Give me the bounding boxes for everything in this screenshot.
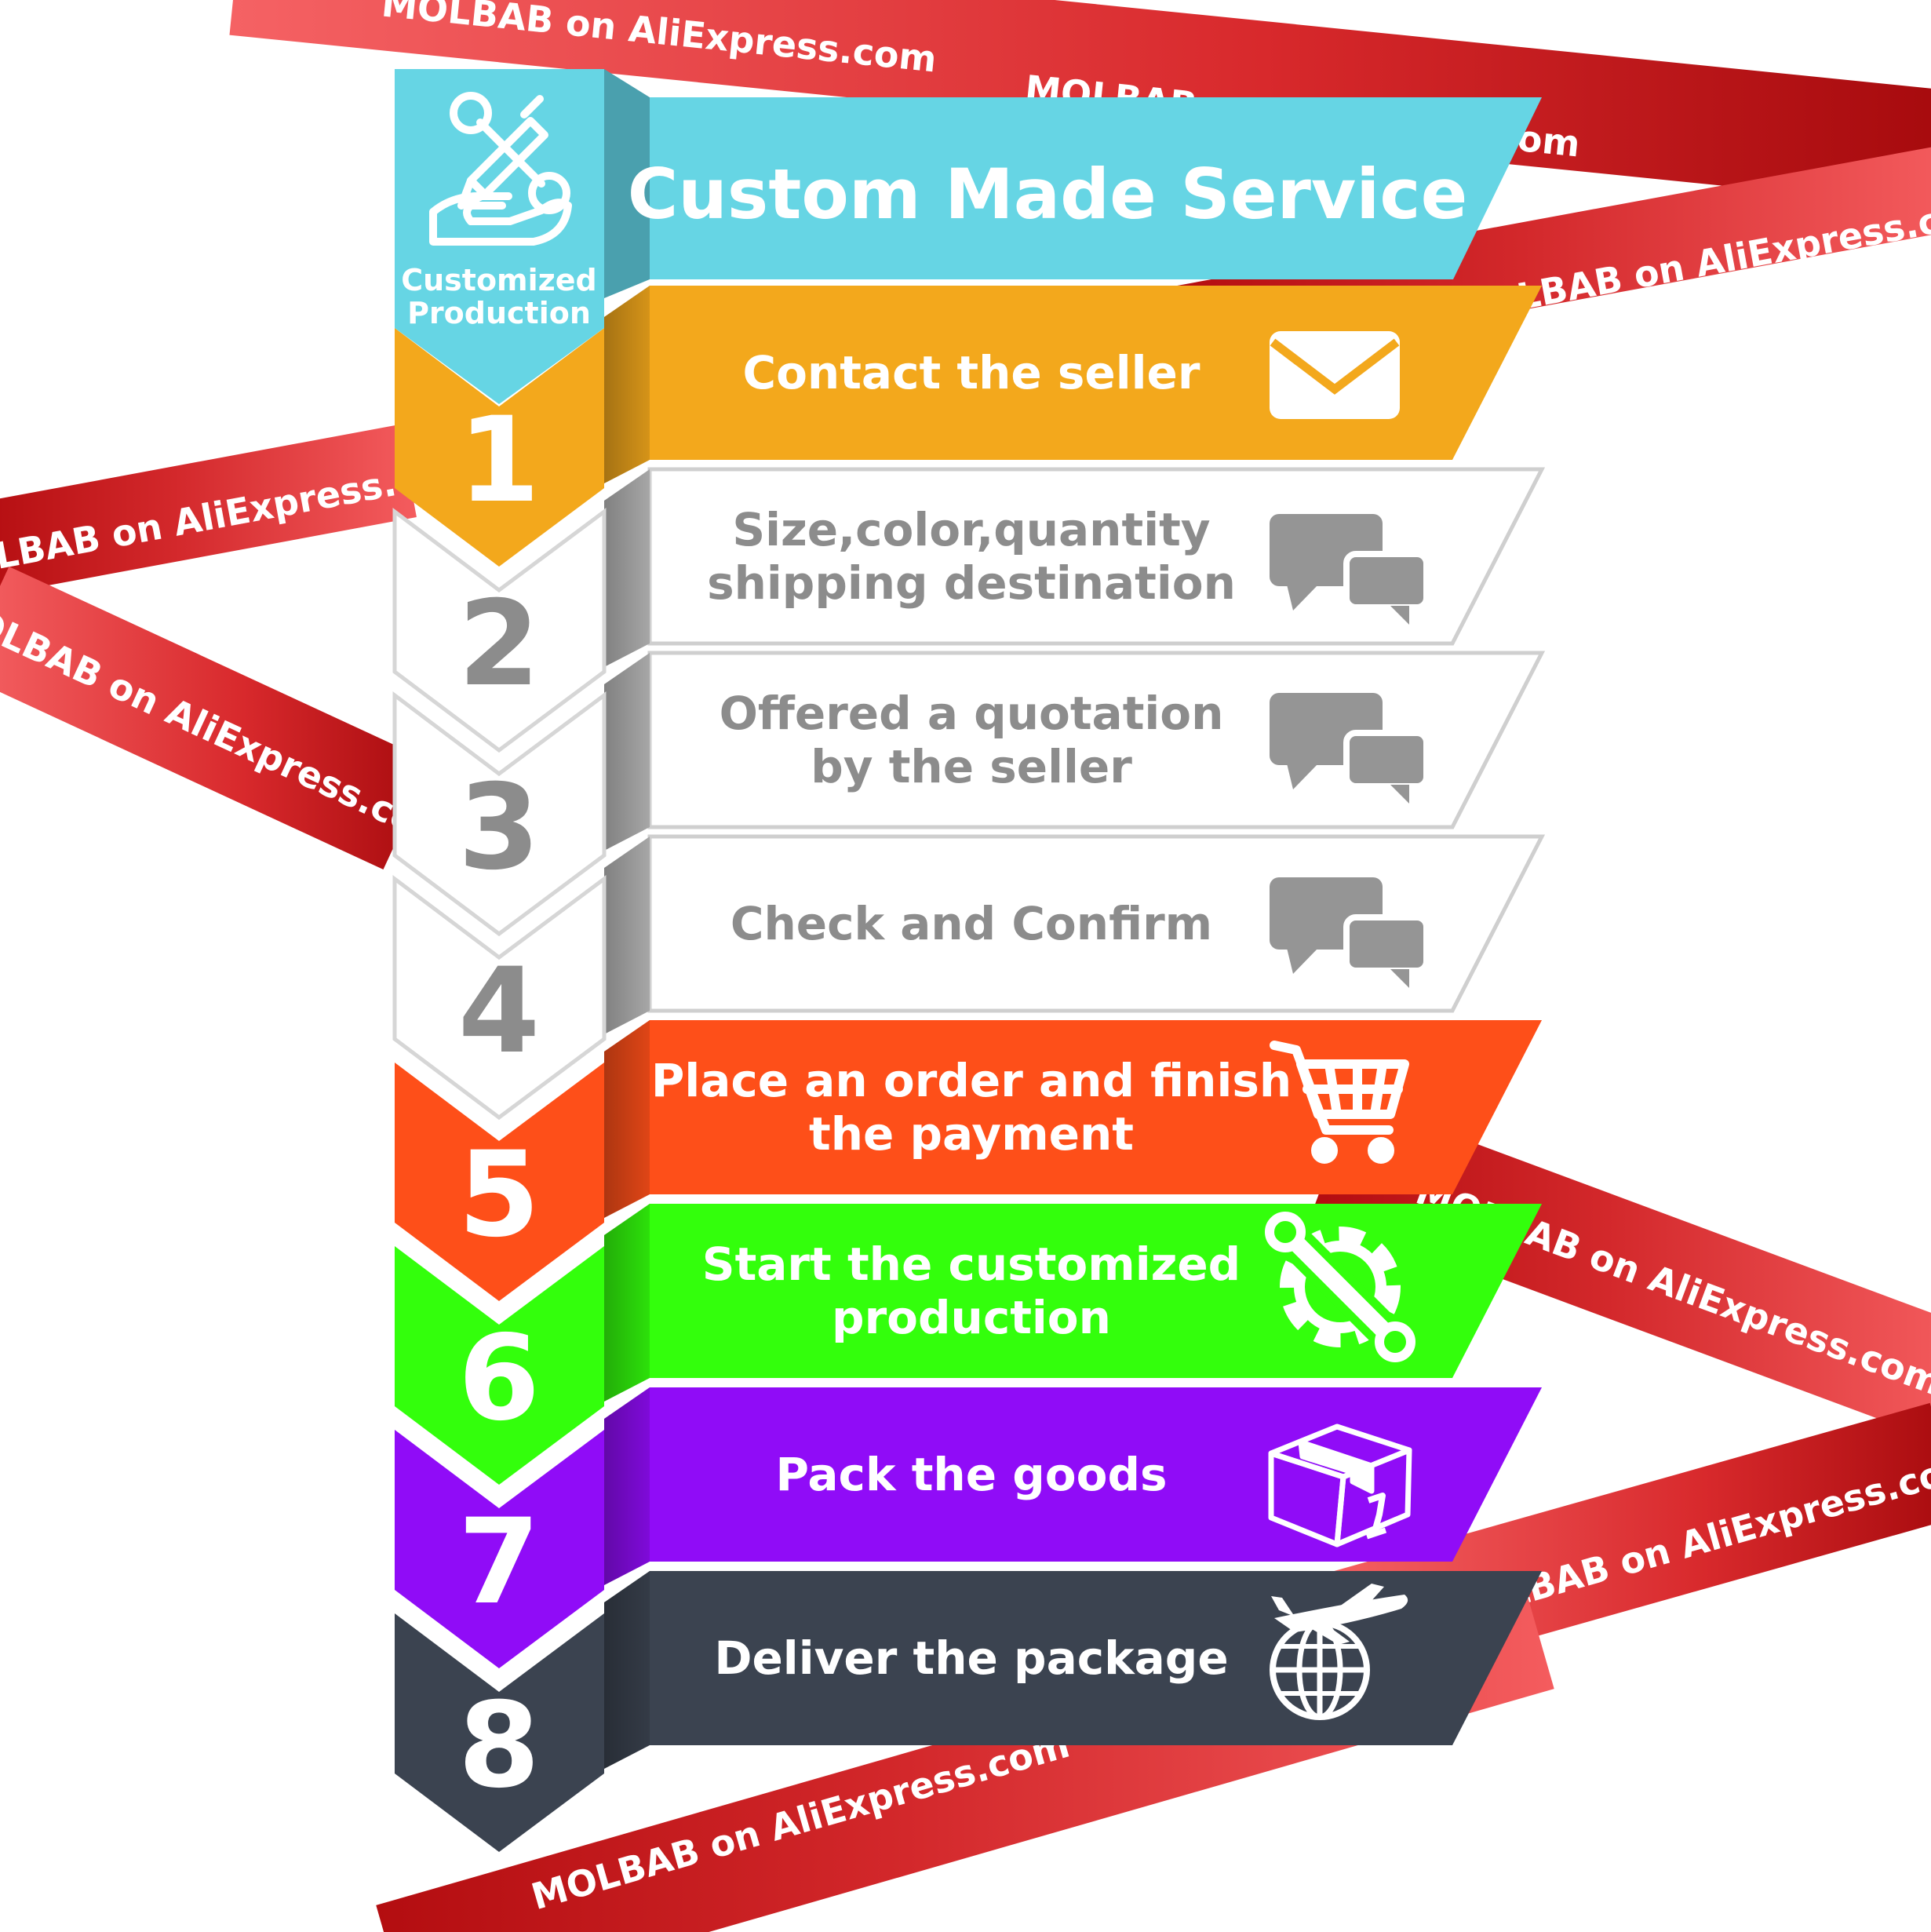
customized-production-block: Customized Production [395,69,604,404]
step-label: Size,color,quantity [732,503,1210,556]
step-label: by the seller [811,740,1132,793]
watermark-ribbon [0,566,433,870]
header-banner: Custom Made Service [604,69,1542,298]
step-chevron [395,1246,604,1485]
chat-bubbles-icon [1270,877,1430,988]
step-label: Offered a quotation [720,687,1224,740]
step-label: Check and Confirm [731,897,1212,950]
step-number: 4 [458,943,540,1080]
step-side-shade [604,469,650,667]
step-number: 8 [458,1678,540,1814]
package-box-icon [1268,1423,1412,1547]
step-side-shade [604,653,650,851]
step-chevron [395,328,604,567]
step-side-shade [604,286,650,483]
step-label: production [832,1291,1111,1344]
step-number: 5 [458,1127,540,1263]
chat-bubbles-icon [1270,514,1430,625]
step-chevron [392,874,607,1121]
step-label: Pack the goods [775,1448,1167,1501]
step-chevron [395,1430,604,1668]
step-banner [650,1387,1542,1562]
chat-bubbles-icon [1270,693,1430,804]
step-side-shade [604,1020,650,1218]
step-7: 7 Pack the goods [395,1387,1542,1668]
shopping-cart-icon [1270,1041,1409,1164]
tools-hand-icon [429,92,572,246]
page-title: Custom Made Service [628,154,1468,235]
step-chevron [392,691,607,937]
gear-wrench-icon [1265,1212,1415,1362]
step-number: 6 [458,1310,540,1447]
step-label: Start the customized [702,1238,1241,1291]
watermark-ribbon [1313,1098,1931,1437]
step-number: 1 [458,392,540,529]
side-label-line2: Production [407,296,591,330]
step-label: the payment [809,1107,1134,1161]
step-side-shade [604,1387,650,1585]
envelope-icon [1270,331,1400,419]
step-label: Place an order and finish [651,1054,1292,1107]
step-number: 7 [458,1494,540,1631]
step-side-shade [604,1204,650,1402]
step-label: Deliver the package [714,1631,1228,1685]
side-label-line1: Customized [401,263,597,297]
step-label: shipping destination [707,556,1236,610]
step-chevron [392,507,607,753]
steps-column: 8 Deliver the package 7 Pack the goods 6 Star… [392,286,1546,1852]
step-side-shade [604,1571,650,1769]
watermark-ribbon [0,425,417,595]
step-chevron [395,1063,604,1301]
step-number: 3 [458,760,540,896]
step-side-shade [604,837,650,1034]
step-number: 2 [458,576,540,713]
step-label: Contact the seller [743,346,1200,399]
airplane-globe-icon [1270,1584,1408,1720]
step-chevron [395,1613,604,1852]
